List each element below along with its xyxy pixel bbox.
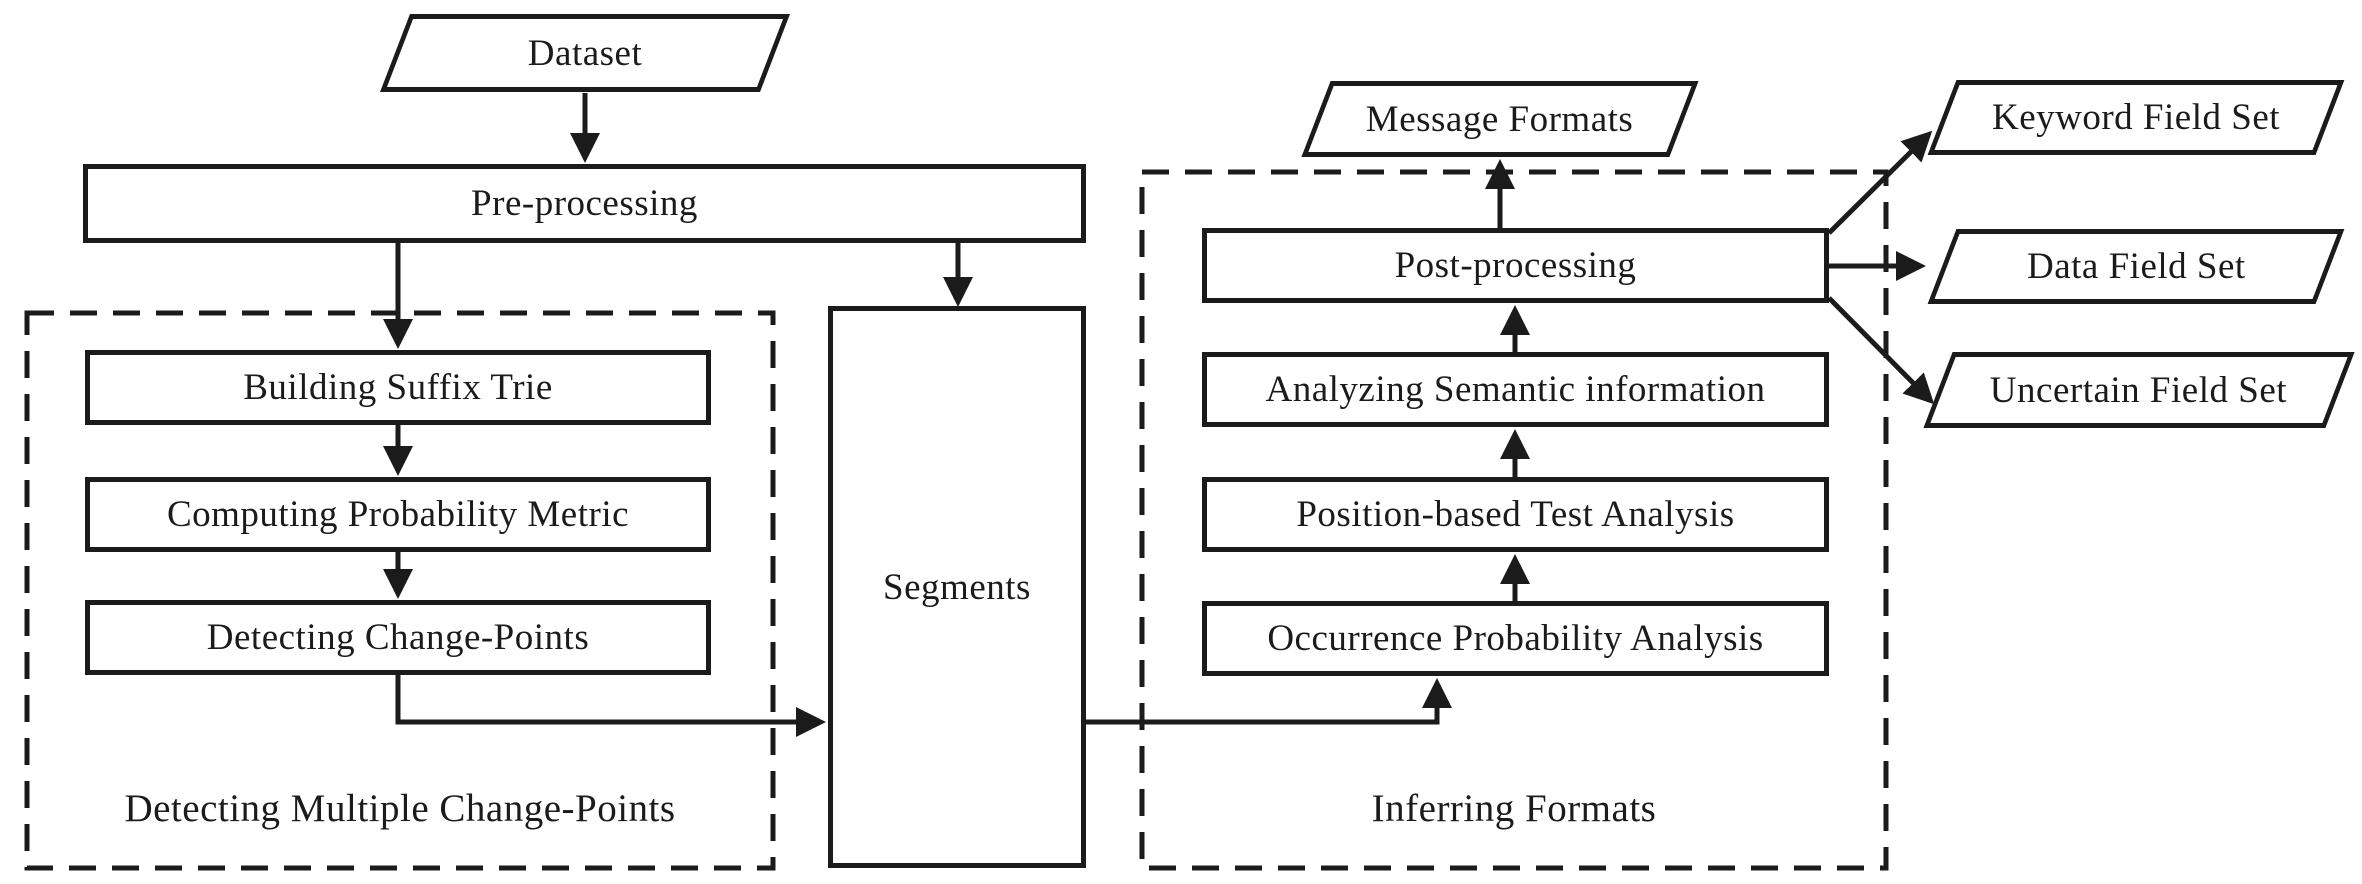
node-position-based-test-analysis-label: Position-based Test Analysis bbox=[1296, 494, 1735, 535]
node-data-field-set: Data Field Set bbox=[1927, 229, 2345, 304]
node-segments-label: Segments bbox=[883, 566, 1031, 608]
right-group-caption: Inferring Formats bbox=[1371, 787, 1657, 830]
node-detecting-change-points: Detecting Change-Points bbox=[85, 600, 711, 675]
node-analyzing-semantic-information-label: Analyzing Semantic information bbox=[1265, 369, 1766, 410]
arrow-detecting-to-segments bbox=[395, 675, 826, 737]
node-message-formats-label: Message Formats bbox=[1366, 98, 1634, 140]
left-group-border bbox=[24, 310, 776, 871]
node-computing-probability-metric: Computing Probability Metric bbox=[85, 477, 711, 552]
node-dataset-label: Dataset bbox=[527, 32, 643, 74]
node-position-based-test-analysis: Position-based Test Analysis bbox=[1202, 477, 1829, 552]
node-keyword-field-set: Keyword Field Set bbox=[1927, 80, 2345, 155]
arrow-postprocessing-to-uncertain-field-set bbox=[1827, 296, 1935, 405]
node-uncertain-field-set: Uncertain Field Set bbox=[1923, 352, 2355, 428]
node-building-suffix-trie: Building Suffix Trie bbox=[85, 350, 711, 425]
node-uncertain-field-set-label: Uncertain Field Set bbox=[1990, 369, 2288, 411]
right-group-border bbox=[1139, 169, 1889, 871]
node-message-formats: Message Formats bbox=[1301, 81, 1699, 157]
node-preprocessing-label: Pre-processing bbox=[471, 183, 698, 224]
node-keyword-field-set-label: Keyword Field Set bbox=[1991, 97, 2281, 138]
node-dataset: Dataset bbox=[380, 14, 790, 92]
left-group-caption: Detecting Multiple Change-Points bbox=[124, 787, 676, 830]
node-detecting-change-points-label: Detecting Change-Points bbox=[206, 617, 590, 658]
node-postprocessing: Post-processing bbox=[1202, 228, 1829, 303]
node-segments: Segments bbox=[828, 306, 1086, 868]
arrow-postprocessing-to-keyword-field-set bbox=[1827, 130, 1933, 235]
node-computing-probability-metric-label: Computing Probability Metric bbox=[166, 494, 630, 535]
arrow-segments-to-occurrence bbox=[1086, 678, 1452, 725]
node-occurrence-probability-analysis-label: Occurrence Probability Analysis bbox=[1267, 618, 1764, 659]
node-analyzing-semantic-information: Analyzing Semantic information bbox=[1202, 352, 1829, 427]
node-building-suffix-trie-label: Building Suffix Trie bbox=[243, 367, 553, 408]
node-postprocessing-label: Post-processing bbox=[1394, 245, 1637, 286]
node-preprocessing: Pre-processing bbox=[83, 164, 1086, 243]
node-data-field-set-label: Data Field Set bbox=[2026, 246, 2246, 287]
node-occurrence-probability-analysis: Occurrence Probability Analysis bbox=[1202, 601, 1829, 676]
